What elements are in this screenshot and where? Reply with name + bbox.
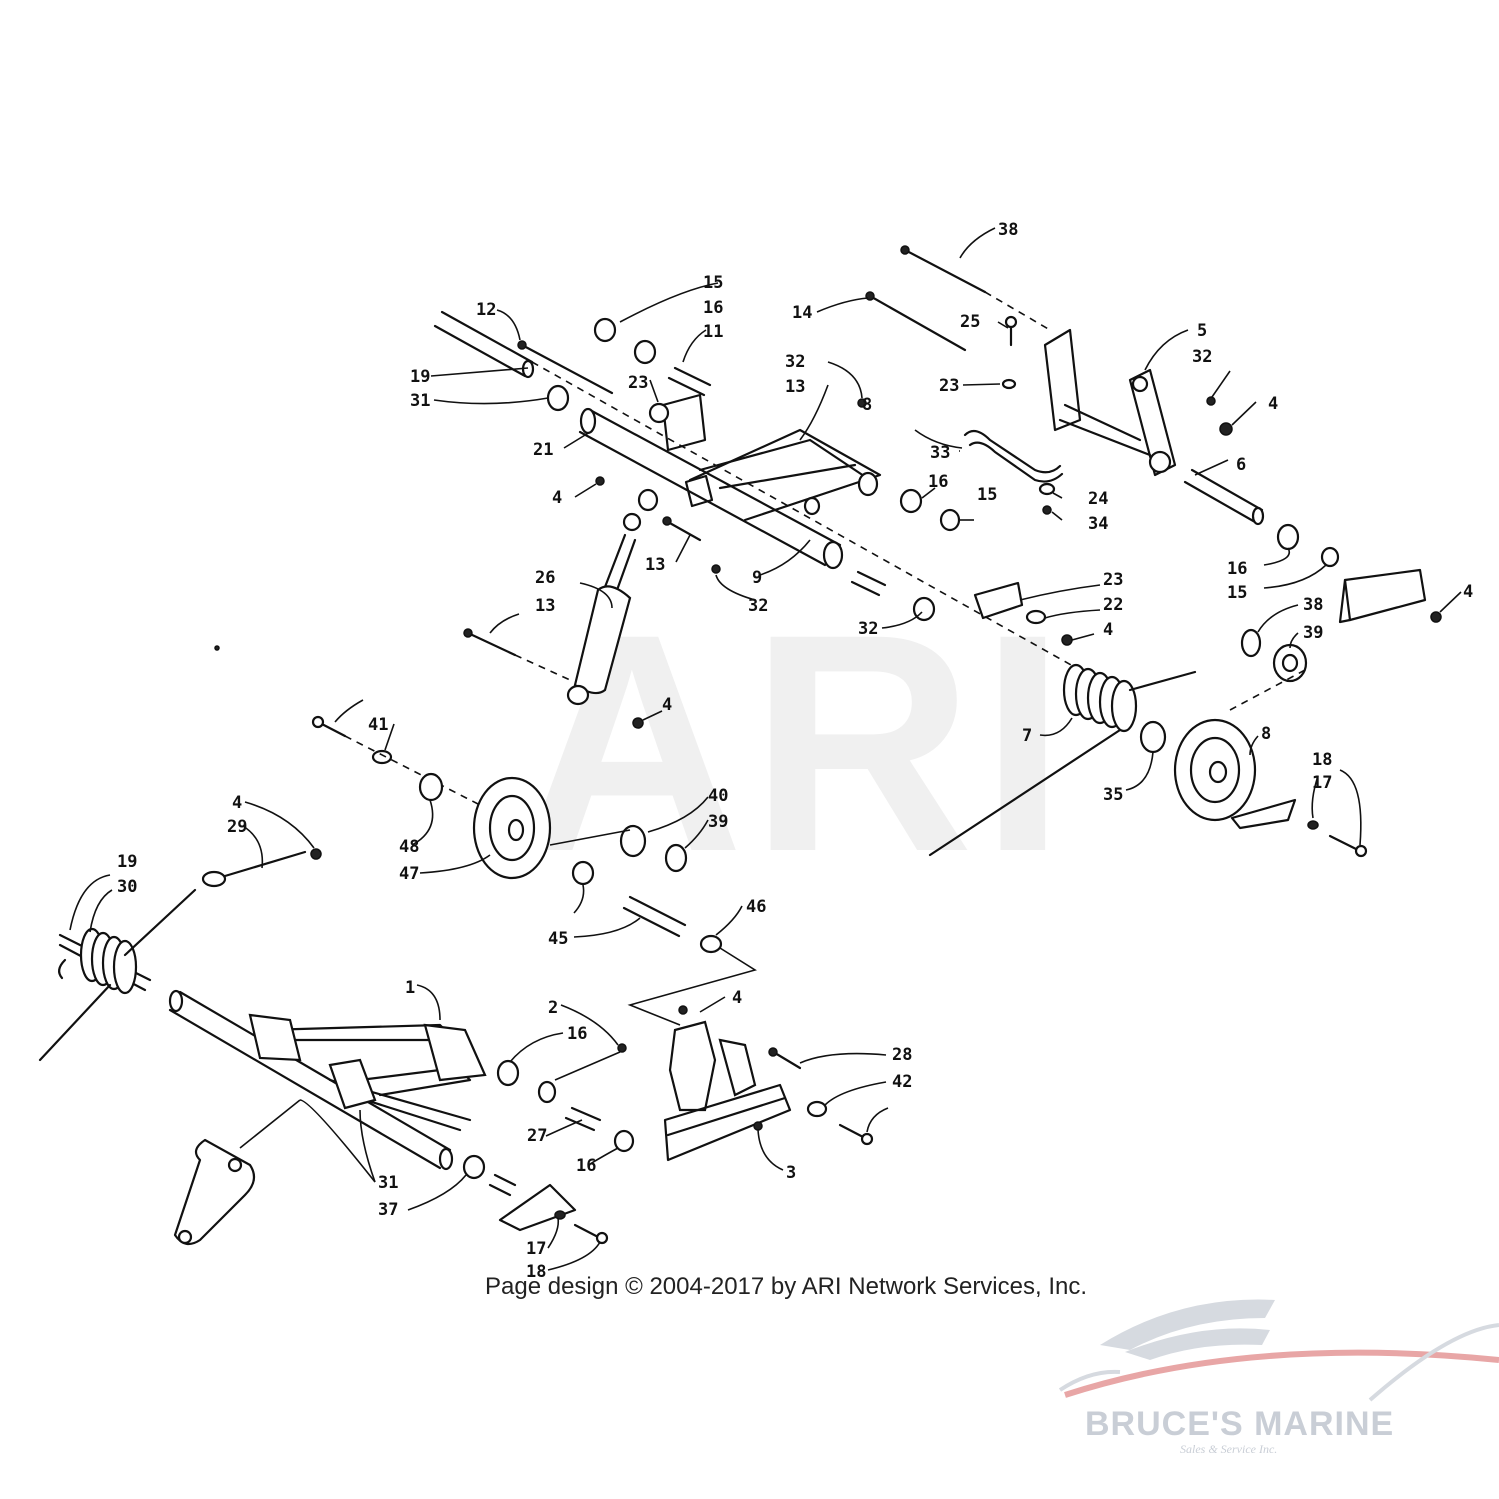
callout-8: 8: [862, 395, 872, 415]
callout-21: 23: [628, 373, 648, 393]
callout-labels: 38 15 16 11 12 14 25 5 32 19 31 32 13 8 …: [117, 220, 1473, 1282]
callout-16: 16: [576, 1156, 596, 1176]
callout-16: 16: [567, 1024, 587, 1044]
lower-assembly: [38, 715, 874, 1246]
callout-18: 18: [526, 1262, 546, 1282]
callout-17: 17: [526, 1239, 546, 1259]
callout-16: 16: [1227, 559, 1247, 579]
callout-26: 27: [527, 1126, 547, 1146]
callout-13: 13: [535, 596, 555, 616]
callout-4: 4: [662, 695, 672, 715]
callout-38: 38: [1303, 595, 1323, 615]
callout-38: 39: [708, 812, 728, 832]
callout-15: 15: [977, 485, 997, 505]
callout-27: 28: [892, 1045, 912, 1065]
callout-39: 40: [708, 786, 728, 806]
callout-36: 37: [378, 1200, 398, 1220]
callout-24: 25: [960, 312, 980, 332]
callout-18: 18: [1312, 750, 1332, 770]
brand-tagline: Sales & Service Inc.: [1180, 1442, 1277, 1456]
callout-43: 46: [746, 897, 766, 917]
callout-20: 21: [533, 440, 553, 460]
callout-25: 26: [535, 568, 555, 588]
callout-44: 47: [399, 864, 419, 884]
callout-22: 23: [1103, 570, 1123, 590]
callout-40: 41: [368, 715, 388, 735]
callout-41: 42: [892, 1072, 912, 1092]
callout-42: 45: [548, 929, 568, 949]
callout-12: 13: [785, 377, 805, 397]
callout-10: 11: [703, 322, 723, 342]
callout-9: 9: [752, 568, 762, 588]
callout-4: 4: [732, 988, 742, 1008]
callout-16: 16: [928, 472, 948, 492]
brand-name: BRUCE'S MARINE: [1085, 1405, 1394, 1443]
callout-35: 35: [1103, 785, 1123, 805]
callout-3: 3: [786, 1163, 796, 1183]
callout-45: 48: [399, 837, 419, 857]
callout-32: 32: [785, 352, 805, 372]
copyright-text: Page design © 2004-2017 by ARI Network S…: [485, 1273, 1087, 1300]
callout-11: 12: [476, 300, 496, 320]
callout-29: 30: [117, 877, 137, 897]
callout-30: 31: [378, 1173, 398, 1193]
callout-23: 23: [939, 376, 959, 396]
callout-4: 4: [1103, 620, 1113, 640]
callout-31: 31: [410, 391, 430, 411]
callout-15: 15: [1227, 583, 1247, 603]
callout-34: 34: [1088, 514, 1108, 534]
callout-33: 33: [930, 443, 950, 463]
callout-19: 19: [117, 852, 137, 872]
callout-1: 1: [405, 978, 415, 998]
callout-15: 15: [703, 273, 723, 293]
callout-6: 6: [1236, 455, 1246, 475]
callout-5: 5: [1197, 321, 1207, 341]
bruces-marine-logo: BRUCE'S MARINE Sales & Service Inc.: [1058, 1299, 1499, 1456]
callout-19: 19: [410, 367, 430, 387]
callout-8: 8: [1261, 724, 1271, 744]
callout-13: 13: [645, 555, 665, 575]
callout-39: 39: [1303, 623, 1323, 643]
callout-4: 4: [1268, 394, 1278, 414]
upper-assembly: [433, 245, 1442, 858]
callout-2: 2: [548, 998, 558, 1018]
callout-17: 17: [1312, 773, 1332, 793]
callout-7: 7: [1022, 726, 1032, 746]
torsion-spring-upper: [928, 663, 1197, 857]
callout-4: 4: [552, 488, 562, 508]
callout-20: 22: [1103, 595, 1123, 615]
torsion-spring-lower: [38, 888, 197, 1062]
callout-32: 32: [1192, 347, 1212, 367]
callout-37: 38: [998, 220, 1018, 240]
callout-16: 16: [703, 298, 723, 318]
callout-14: 14: [792, 303, 812, 323]
callout-28: 29: [227, 817, 247, 837]
callout-31: 32: [858, 619, 878, 639]
callout-23: 24: [1088, 489, 1108, 509]
callout-4: 4: [1463, 582, 1473, 602]
callout-4: 4: [232, 793, 242, 813]
callout-leaders: [69, 227, 1462, 1271]
callout-32: 32: [748, 596, 768, 616]
